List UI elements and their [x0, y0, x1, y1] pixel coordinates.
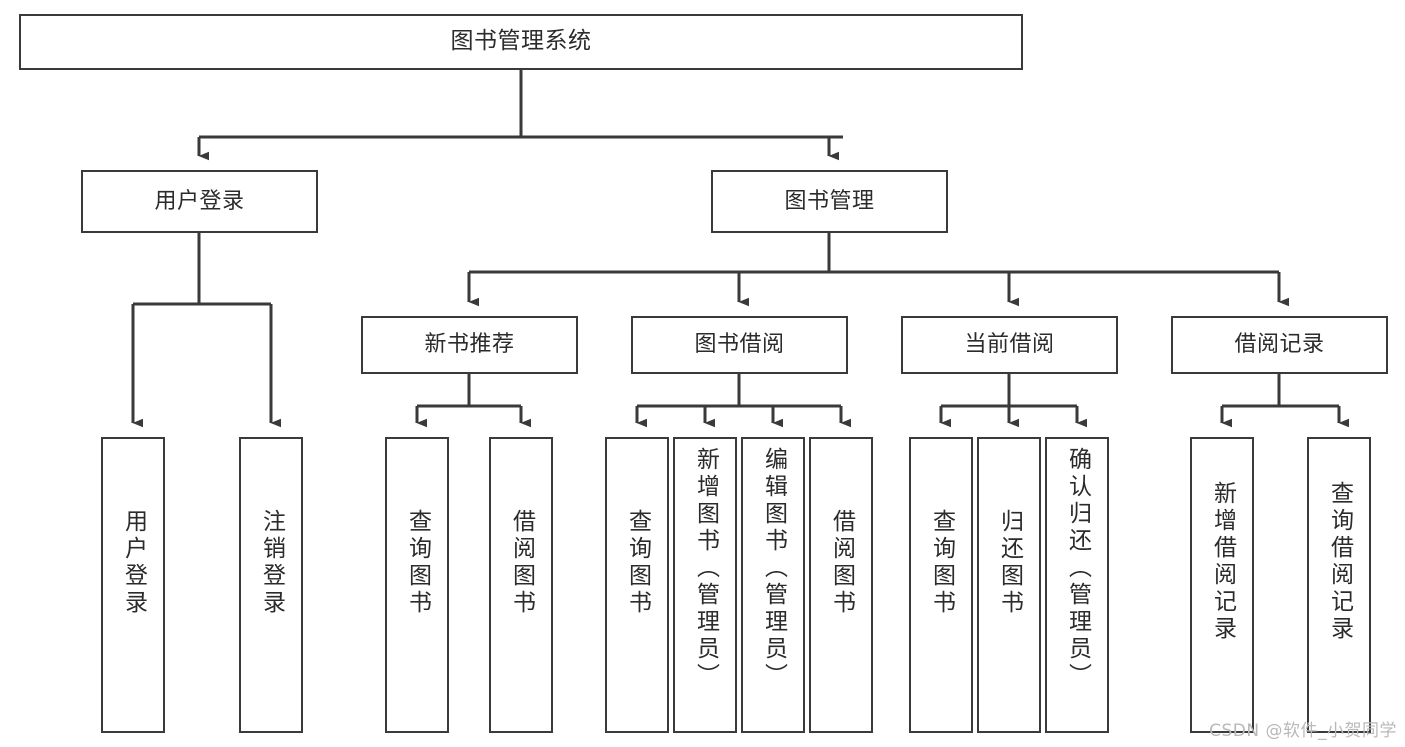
node-label: 用户登录	[120, 509, 147, 617]
leaf-borrow-book-recommend[interactable]: 借阅图书	[489, 437, 553, 733]
leaf-user-login[interactable]: 用户登录	[101, 437, 165, 733]
leaf-confirm-return-admin[interactable]: 确认归还（管理员）	[1045, 437, 1109, 733]
node-label: 查询借阅记录	[1326, 481, 1353, 643]
node-book-borrow[interactable]: 图书借阅	[631, 316, 848, 374]
node-label: 查询图书	[928, 509, 955, 617]
node-label: 借阅记录	[1234, 332, 1325, 358]
node-current-borrow[interactable]: 当前借阅	[901, 316, 1118, 374]
leaf-query-book-recommend[interactable]: 查询图书	[385, 437, 449, 733]
node-label: 查询图书	[624, 509, 651, 617]
leaf-logout[interactable]: 注销登录	[239, 437, 303, 733]
node-label: 新增图书（管理员）	[692, 447, 719, 690]
node-label: 图书管理系统	[450, 28, 592, 55]
leaf-add-book-admin[interactable]: 新增图书（管理员）	[673, 437, 737, 733]
node-new-book-recommend[interactable]: 新书推荐	[361, 316, 578, 374]
leaf-query-book-current[interactable]: 查询图书	[909, 437, 973, 733]
node-root-system[interactable]: 图书管理系统	[19, 14, 1023, 70]
node-label: 新增借阅记录	[1209, 481, 1236, 643]
node-label: 归还图书	[996, 509, 1023, 617]
node-book-manage[interactable]: 图书管理	[711, 170, 948, 233]
leaf-query-book-borrow[interactable]: 查询图书	[605, 437, 669, 733]
leaf-return-book[interactable]: 归还图书	[977, 437, 1041, 733]
node-label: 新书推荐	[424, 332, 515, 358]
leaf-borrow-book-borrow[interactable]: 借阅图书	[809, 437, 873, 733]
node-label: 注销登录	[258, 509, 285, 617]
node-label: 编辑图书（管理员）	[760, 447, 787, 690]
node-label: 用户登录	[154, 188, 245, 214]
node-label: 借阅图书	[508, 509, 535, 617]
node-label: 图书借阅	[694, 332, 785, 358]
node-label: 确认归还（管理员）	[1064, 447, 1091, 690]
csdn-watermark: CSDN @软件_小贺同学	[1209, 721, 1397, 741]
leaf-query-borrow-record[interactable]: 查询借阅记录	[1307, 437, 1371, 733]
node-user-login[interactable]: 用户登录	[81, 170, 318, 233]
node-borrow-record[interactable]: 借阅记录	[1171, 316, 1388, 374]
node-label: 借阅图书	[828, 509, 855, 617]
leaf-edit-book-admin[interactable]: 编辑图书（管理员）	[741, 437, 805, 733]
node-label: 图书管理	[784, 188, 875, 214]
leaf-add-borrow-record[interactable]: 新增借阅记录	[1190, 437, 1254, 733]
node-label: 当前借阅	[964, 332, 1055, 358]
node-label: 查询图书	[404, 509, 431, 617]
